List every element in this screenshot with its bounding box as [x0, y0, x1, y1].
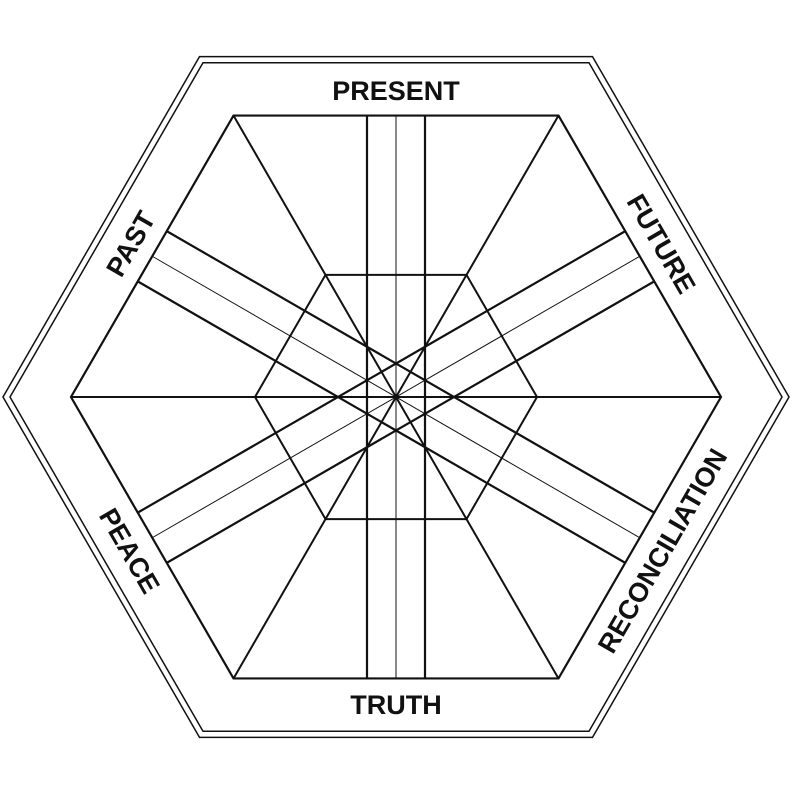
band: [137, 230, 655, 564]
outer-hexagon-border: [2, 55, 790, 739]
spoke-line: [395, 396, 560, 679]
spoke-line: [232, 396, 397, 679]
band-edge-line: [166, 280, 655, 564]
band-center-line: [152, 256, 640, 538]
label-peace: PEACE: [93, 503, 165, 599]
spoke-line: [232, 115, 397, 398]
spoke-line: [395, 115, 560, 398]
band-edge-line: [137, 280, 626, 564]
band-edge-line: [166, 230, 655, 514]
label-reconciliation: RECONCILIATION: [592, 444, 733, 659]
band-edge-line: [137, 230, 626, 514]
outer-hexagon-inner-border: [9, 61, 783, 733]
label-past: PAST: [101, 206, 162, 282]
label-truth: TRUTH: [350, 690, 441, 720]
label-present: PRESENT: [332, 76, 460, 106]
